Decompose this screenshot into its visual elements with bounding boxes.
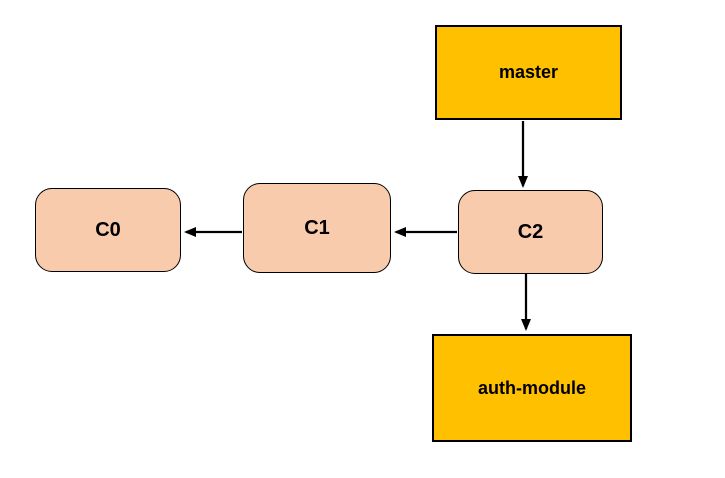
node-master: master [435, 25, 622, 120]
node-c2-label: C2 [517, 220, 544, 243]
node-c0: C0 [35, 188, 181, 272]
node-c1: C1 [243, 183, 391, 273]
node-c1-label: C1 [304, 216, 330, 239]
node-auth-module: auth-module [432, 334, 632, 442]
node-c2: C2 [458, 190, 603, 274]
node-c0-label: C0 [95, 218, 121, 241]
node-master-label: master [498, 62, 559, 82]
node-auth-module-label: auth-module [478, 377, 586, 398]
